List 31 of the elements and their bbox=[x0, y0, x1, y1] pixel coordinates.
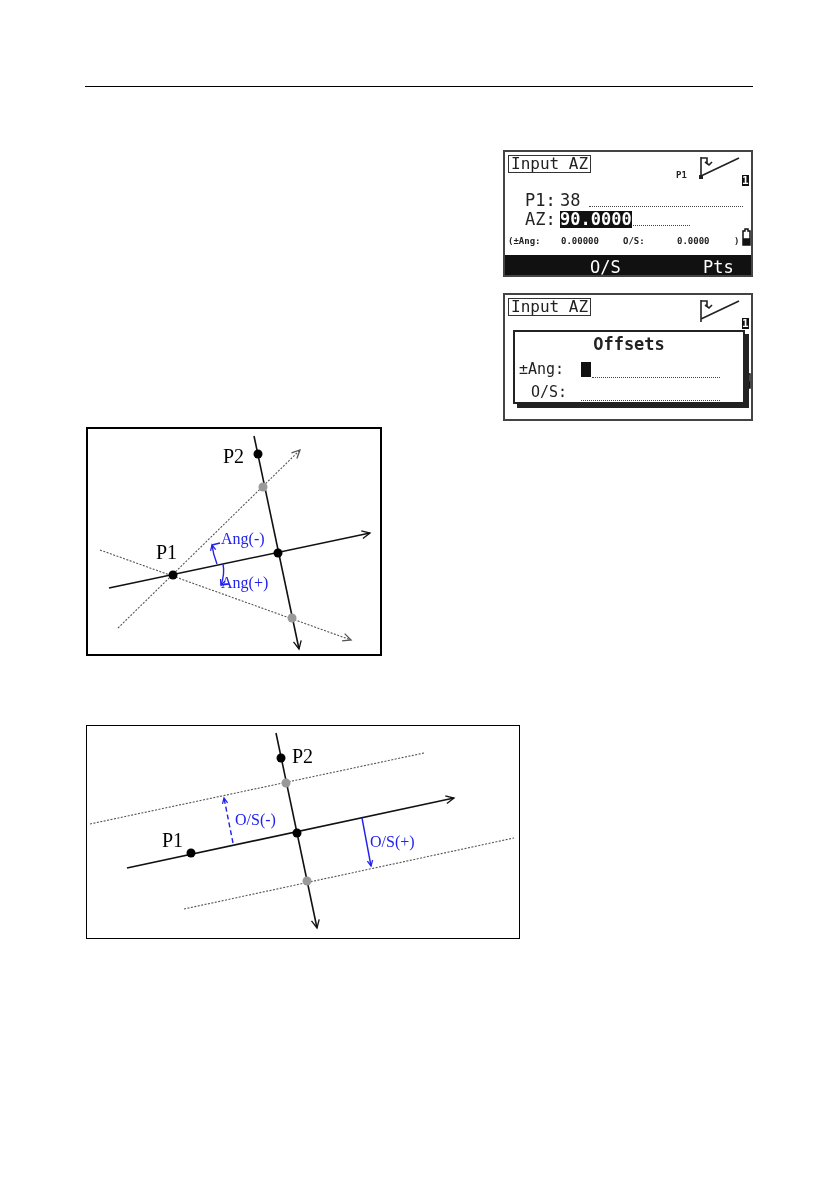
status-value: 0.0000 bbox=[677, 237, 710, 246]
angle-label: Ang(+) bbox=[221, 575, 269, 591]
lcd-screen bbox=[503, 150, 753, 277]
field-label: O/S: bbox=[531, 385, 568, 400]
screen-title: Input AZ bbox=[508, 155, 592, 173]
field-label: AZ: bbox=[525, 211, 556, 228]
softkey: O/S bbox=[590, 259, 621, 276]
page-number: 1 bbox=[742, 318, 749, 329]
page-number: 1 bbox=[742, 175, 749, 186]
status-value: 0.00000 bbox=[561, 237, 599, 246]
status-text: (±Ang: bbox=[508, 237, 541, 246]
point-label: P2 bbox=[292, 746, 314, 766]
diagram-frame bbox=[86, 427, 382, 656]
point-label: P1 bbox=[156, 542, 178, 562]
point-label: P1 bbox=[162, 830, 184, 850]
field-label: ±Ang: bbox=[519, 362, 565, 377]
lcd-screen bbox=[503, 293, 753, 421]
point-label: P1 bbox=[676, 171, 687, 180]
angle-label: Ang(-) bbox=[221, 531, 265, 547]
status-text: ) bbox=[734, 237, 740, 246]
diagram-frame bbox=[86, 725, 520, 939]
point-label: P2 bbox=[223, 446, 245, 466]
status-text: O/S: bbox=[623, 237, 645, 246]
field-value: 90.0000 bbox=[560, 211, 632, 228]
dialog-title: Offsets bbox=[592, 336, 666, 353]
screen-title: Input AZ bbox=[508, 298, 592, 316]
softkey: Pts bbox=[703, 259, 734, 276]
field-label: P1: bbox=[525, 192, 556, 209]
offset-label: O/S(-) bbox=[235, 812, 276, 828]
field-value: 38 bbox=[560, 192, 581, 209]
offset-label: O/S(+) bbox=[370, 834, 415, 850]
